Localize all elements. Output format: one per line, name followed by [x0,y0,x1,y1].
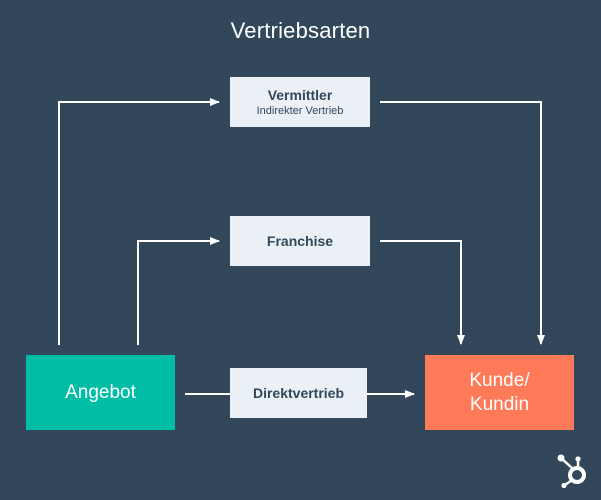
arrow-angebot-to-vermittler [58,98,220,345]
channel-label: Vermittler [267,87,333,103]
node-angebot: Angebot [26,355,175,430]
arrow-angebot-to-franchise [137,237,220,345]
node-kunde-line2: Kundin [469,393,530,415]
arrow-vermittler-to-kunde [380,101,545,345]
node-kunde: Kunde/ Kundin [425,355,574,430]
channel-vermittler: Vermittler Indirekter Vertrieb [230,77,370,127]
channel-direktvertrieb: Direktvertrieb [230,368,367,418]
channel-label: Franchise [266,233,334,249]
channel-franchise: Franchise [230,216,370,266]
channel-label: Direktvertrieb [252,385,345,401]
node-angebot-label: Angebot [65,381,136,403]
diagram-title: Vertriebsarten [230,18,371,43]
arrow-franchise-to-kunde [380,240,465,345]
node-kunde-line1: Kunde/ [469,369,530,391]
hubspot-sprocket-icon [557,454,586,489]
channel-sublabel: Indirekter Vertrieb [256,105,344,117]
